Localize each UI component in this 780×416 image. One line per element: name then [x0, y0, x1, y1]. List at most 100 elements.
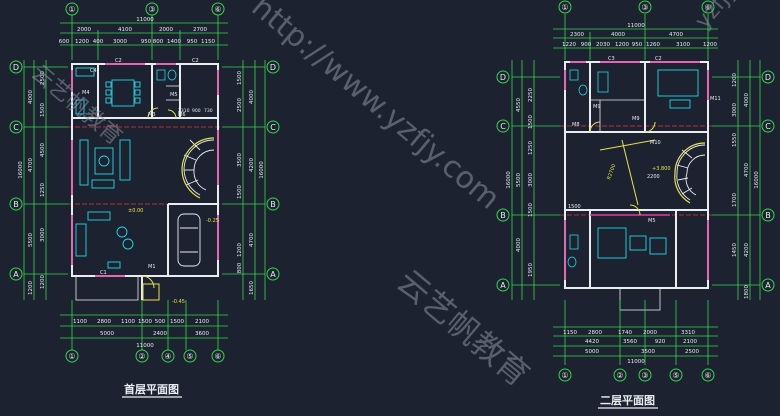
second-floor-plan: ① ③ ⑥ 11000 2300 4000 4700 1220 900 2030… — [496, 0, 775, 409]
axis-label: ⑥ — [704, 3, 711, 12]
axis-label: ① — [68, 5, 75, 14]
dim-text: 1200 — [703, 42, 717, 48]
axis-bubble — [65, 349, 79, 363]
axis-label: D — [765, 73, 771, 82]
dim-total-left: 16000 — [506, 171, 512, 189]
dim-text: 400 — [93, 39, 104, 45]
room-tag: M8 — [572, 122, 580, 128]
axis-bubble — [161, 349, 175, 363]
axis-label: B — [13, 200, 19, 209]
first-floor-plan: ① ③ ⑥ 11000 2000 4100 2000 2700 600 1200… — [9, 2, 280, 398]
dim-text: 4500 — [40, 143, 46, 157]
dim-text: 3100 — [676, 42, 690, 48]
axis-bubble — [558, 368, 572, 382]
dim-text: 950 — [632, 42, 643, 48]
axis-label: C — [270, 123, 276, 132]
dim-text: 1500 — [528, 115, 534, 129]
dim-text: 3000 — [40, 228, 46, 242]
dim-text: 2100 — [683, 339, 697, 345]
dim-text: 4700 — [249, 233, 255, 247]
dim-text: 1100 — [121, 319, 135, 325]
dim-text: 3000 — [528, 173, 534, 187]
axis-label: A — [765, 281, 771, 290]
dining-table-icon — [105, 79, 141, 107]
dim-text: 4000 — [28, 90, 34, 104]
axis-bubble — [761, 70, 775, 84]
stair-handrail — [181, 137, 215, 199]
kitchen-counter-icon — [75, 67, 95, 115]
dim-text: 4550 — [516, 98, 522, 112]
dim-text: 1500 — [138, 319, 152, 325]
dim-text: 3600 — [195, 331, 209, 337]
axis-label: B — [270, 200, 276, 209]
dim-text: 1700 — [732, 193, 738, 207]
dim-text: 1950 — [528, 263, 534, 277]
axis-bubble — [558, 0, 572, 14]
axis-label: D — [270, 63, 276, 72]
dim-text: 1500 — [237, 185, 243, 199]
dim-text: 730 — [204, 108, 213, 114]
dim-text: 1200 — [615, 42, 629, 48]
dim-text: 3000 — [113, 39, 127, 45]
axis-bubble — [266, 60, 280, 74]
bathroom-fixtures-icon — [567, 69, 609, 268]
dim-text: 600 — [59, 39, 70, 45]
dim-text: 4200 — [744, 243, 750, 257]
dim-text: 2000 — [159, 27, 173, 33]
axis-label: ⑤ — [186, 352, 193, 361]
room-tag: M5 — [170, 92, 178, 98]
room-tag: M10 — [650, 140, 661, 146]
dim-text: 4700 — [28, 158, 34, 172]
axis-label: A — [500, 281, 506, 290]
dim-text: 1250 — [40, 183, 46, 197]
axis-label: ③ — [641, 371, 648, 380]
dim-total-right: 16000 — [754, 171, 760, 189]
dim-text: 4000 — [516, 238, 522, 252]
room-tag: C1 — [100, 270, 107, 276]
dim-text: 1250 — [528, 141, 534, 155]
spiral-staircase-icon — [183, 139, 215, 196]
dim-text: 5500 — [516, 173, 522, 187]
elevation-label: +3.800 — [652, 166, 671, 172]
car-icon — [177, 213, 201, 267]
plan-title: 二层平面图 — [600, 394, 655, 407]
dim-total-top: 11000 — [627, 23, 645, 29]
dim-text: 800 — [237, 262, 243, 273]
dim-text: 900 — [192, 108, 201, 114]
axis-label: ② — [616, 371, 623, 380]
dim-text: 1400 — [167, 39, 181, 45]
dim-text: 5000 — [585, 349, 599, 355]
dim-text: 2100 — [195, 319, 209, 325]
room-tag: C3 — [608, 56, 615, 62]
dim-text: 4000 — [611, 32, 625, 38]
dim-text: 2000 — [77, 27, 91, 33]
dim-text: 1800 — [744, 285, 750, 299]
axis-bubble — [701, 0, 715, 14]
dim-text: 3000 — [732, 103, 738, 117]
dim-text: 1200 — [237, 243, 243, 257]
axis-bubble — [638, 368, 652, 382]
dim-text: 4100 — [118, 27, 132, 33]
dim-text: 1650 — [249, 281, 255, 295]
axis-label: ③ — [641, 3, 648, 12]
dim-text: 800 — [153, 39, 164, 45]
room-tag: M9 — [593, 104, 601, 110]
dim-text: 2500 — [40, 71, 46, 85]
dim-text: 900 — [581, 42, 592, 48]
dim-text: 1200 — [75, 39, 89, 45]
axis-label: ① — [68, 352, 75, 361]
sofa-set-icon — [79, 139, 131, 189]
room-tag: M4 — [82, 90, 90, 96]
dim-total-left: 16000 — [18, 161, 24, 179]
room-tag: C2 — [115, 58, 122, 64]
dim-text: 4420 — [585, 339, 599, 345]
dim-text: 1500 — [40, 103, 46, 117]
plan-title: 首层平面图 — [124, 382, 179, 396]
axis-bubble — [669, 368, 683, 382]
dim-text: 950 — [187, 39, 198, 45]
dim-total-bottom: 11000 — [627, 359, 645, 365]
dim-text: 1200 — [28, 281, 34, 295]
dim-text: 3500 — [237, 153, 243, 167]
dim-text: 2310 — [178, 108, 190, 114]
dim-text: 2000 — [643, 330, 657, 336]
